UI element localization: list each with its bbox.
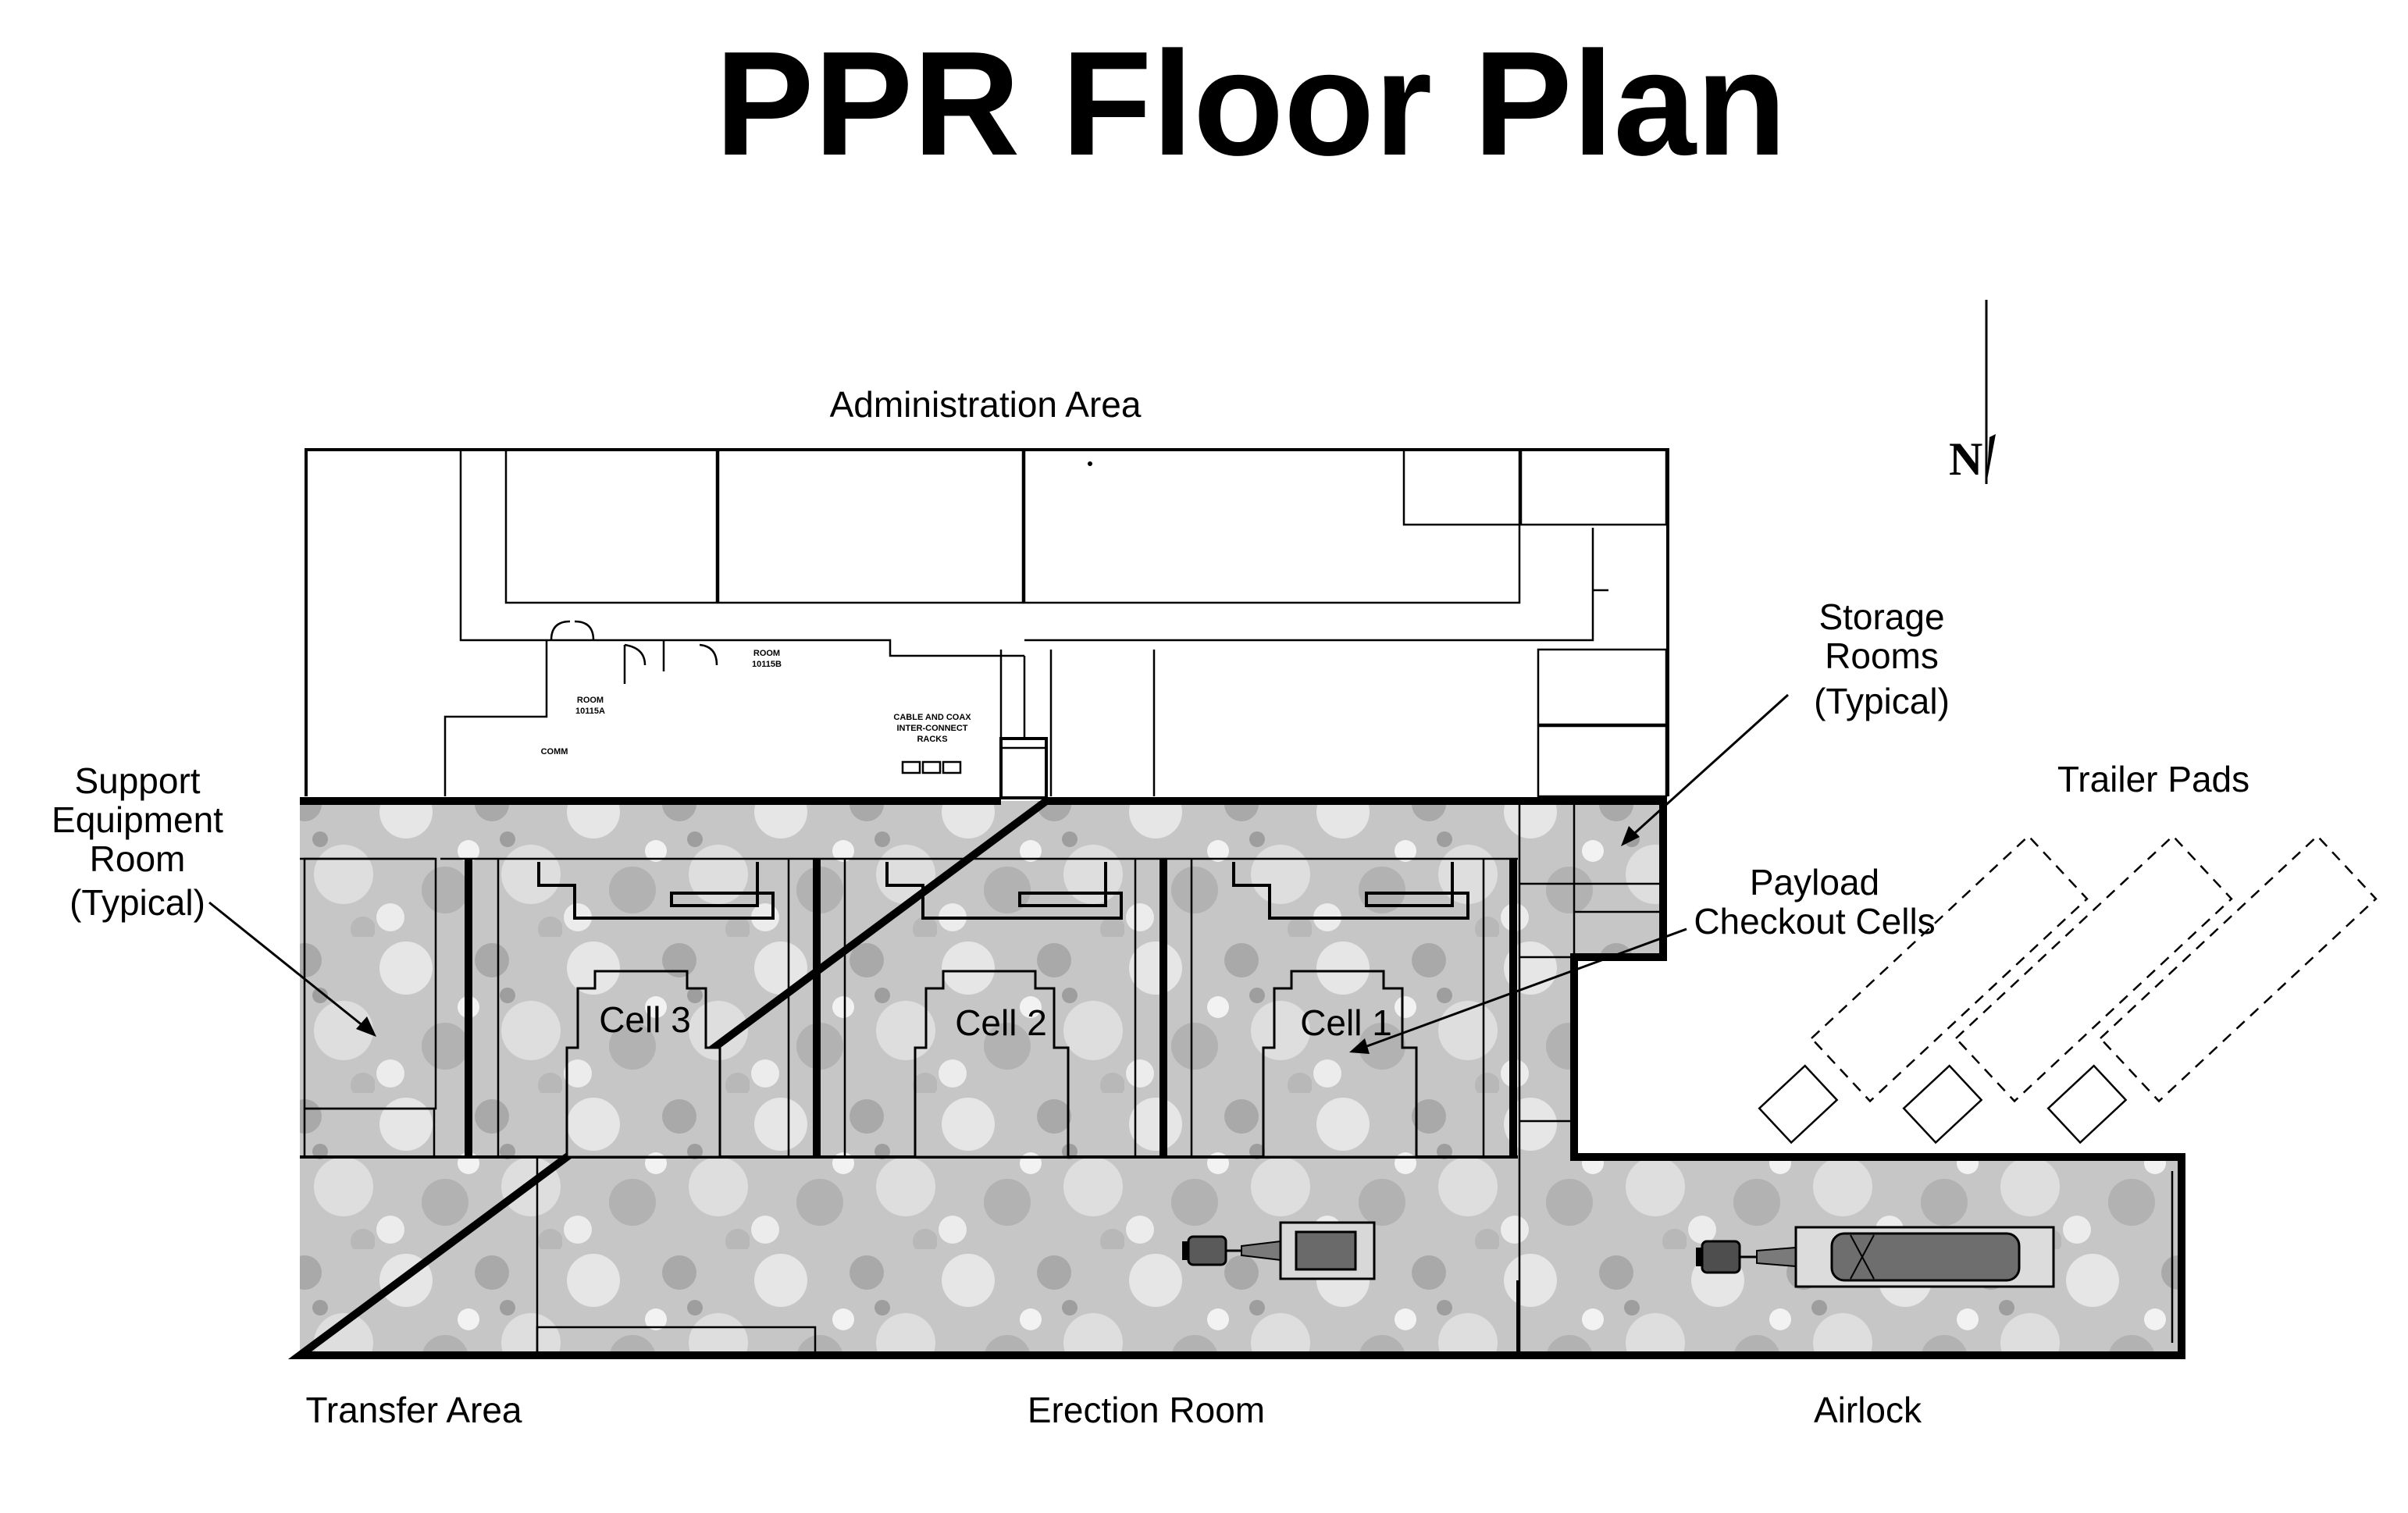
label-erection-room: Erection Room [1028,1390,1265,1430]
storage-rooms [1518,801,1663,1355]
callout-line: Room [90,838,186,879]
label-transfer-area: Transfer Area [306,1390,522,1430]
erection-room-vehicle [1182,1221,1376,1280]
airlock-vehicle [1696,1226,2055,1288]
support-equipment-room [303,857,437,1157]
callout-line: Support [74,760,200,801]
trailer-pads [1758,835,2378,1145]
callout-line: Checkout Cells [1694,901,1935,942]
cell-bay-2 [843,859,1167,1159]
label-trailer-pads: Trailer Pads [2057,759,2249,799]
room-tag-cable-racks-line3: RACKS [917,735,947,744]
administration-area: ROOM 10115A ROOM 10115B COMM CABLE AND C… [305,448,1669,799]
room-tag-cable-racks: CABLE AND COAX [893,713,971,722]
label-administration-area: Administration Area [830,384,1142,425]
room-tag-comm: COMM [541,747,568,756]
callout-line: Storage [1818,596,1944,637]
cell-bay-3 [465,859,821,1159]
room-tag-10115b-number: 10115B [752,660,782,669]
label-cell-1: Cell 1 [1300,1002,1392,1043]
door-swing-icon [623,643,647,684]
room-tag-10115b: ROOM [753,649,780,658]
callout-line: Payload [1750,862,1879,902]
north-label: N [1949,433,1982,485]
room-tag-10115a: ROOM [577,696,604,705]
room-tag-cable-racks-line2: INTER-CONNECT [896,724,967,733]
label-airlock: Airlock [1814,1390,1922,1430]
callout-line: (Typical) [69,882,205,923]
label-cell-3: Cell 3 [599,999,691,1040]
room-tag-10115a-number: 10115A [575,707,605,716]
main-building [287,797,2185,1359]
callout-line: Rooms [1825,635,1939,676]
callout-storage-rooms: Storage Rooms (Typical) [1814,596,1950,721]
page-title: PPR Floor Plan [715,21,1786,187]
callout-leaders [208,693,1790,1054]
callout-payload-checkout-cells: Payload Checkout Cells [1694,862,1935,942]
door-swing-icon [550,620,595,641]
label-cell-2: Cell 2 [955,1002,1047,1043]
callout-line: Equipment [52,799,223,840]
door-swing-icon [699,643,718,666]
callout-line: (Typical) [1814,681,1950,721]
cell-bay-1 [1190,859,1517,1159]
callout-support-equipment-room: Support Equipment Room (Typical) [52,760,223,923]
north-arrow-icon: N [1949,300,1996,485]
